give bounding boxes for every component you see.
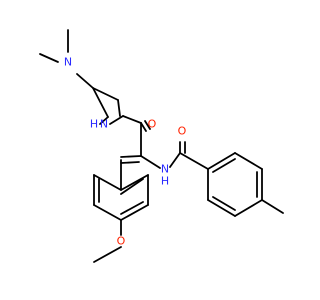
ring2-bond-1: [207, 152, 236, 170]
ring2-bond-4: [234, 199, 263, 217]
bond-propyl-b: [117, 99, 121, 117]
atom-o-methoxy: O: [117, 235, 126, 248]
ring1-bond-6: [120, 174, 149, 191]
bond-chain-1: [92, 87, 109, 118]
ring2-inner-3: [212, 196, 236, 211]
bond-calpha-cbeta: [120, 155, 142, 158]
ring2-bond-5: [207, 199, 236, 217]
bond-calpha-nh: [140, 155, 161, 169]
ring2-bond-2: [234, 152, 263, 170]
bond-nh-c: [109, 115, 124, 125]
atom-h-amide-upper: H: [90, 118, 98, 131]
molecule-diagram: N N H O N H O O: [39, 29, 284, 263]
atom-o-benzamide: O: [178, 125, 187, 138]
bond-carbonyl-o-2: [144, 120, 151, 130]
bond-n-ch2: [76, 73, 94, 89]
bond-calpha-cbeta-2: [120, 161, 140, 164]
atom-n-amide-lower: N: [161, 163, 169, 176]
bond-nh-c2: [169, 152, 181, 168]
atom-n-amide-upper: N: [100, 118, 108, 131]
bond-methyl-tolyl: [261, 199, 284, 214]
atom-n-dimethylamino: N: [64, 56, 72, 69]
ring1-bond-3: [93, 204, 122, 221]
ring2-inner-1: [212, 158, 236, 173]
ring1-inner-3: [120, 178, 144, 195]
ring1-bond-4: [120, 204, 149, 221]
bond-c2-ring: [179, 152, 209, 170]
atom-o-amide-upper: O: [148, 118, 157, 131]
bond-propyl-a: [92, 87, 119, 101]
atom-h-amide-lower: H: [161, 175, 169, 188]
bond-o-methyl: [93, 246, 122, 263]
molecule-structure: N N H O N H O O: [39, 29, 284, 263]
bond-chain-2: [99, 116, 109, 125]
ring1-bond-1: [93, 174, 122, 191]
bond-methyl1-n: [39, 53, 59, 63]
bond-c-carbonyl: [122, 115, 142, 124]
ring1-inner-2: [120, 201, 144, 215]
